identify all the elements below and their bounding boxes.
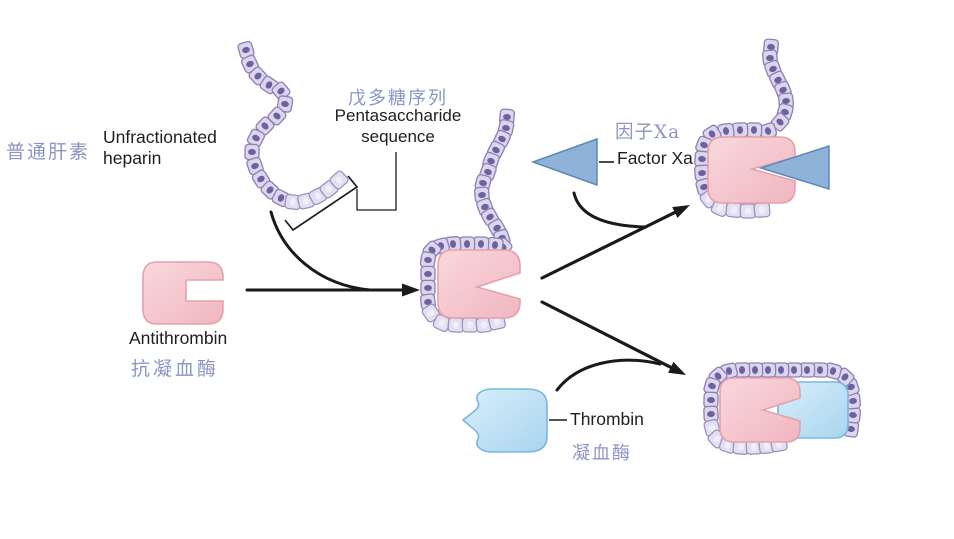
heparin-bead	[733, 362, 751, 378]
heparin-bead	[458, 236, 476, 252]
arrow-to-factor-xa-complex	[540, 210, 678, 280]
antithrombin-activated-shape	[437, 249, 521, 319]
heparin-bead	[717, 122, 735, 140]
heparin-bead	[770, 112, 790, 132]
unfractionated-heparin-label-cjk: 普通肝素	[6, 141, 91, 163]
heparin-chain-free	[237, 40, 349, 211]
thrombin-label: Thrombin	[570, 409, 644, 429]
heparin-antithrombin-complex-chain	[419, 108, 516, 334]
heparin-bead	[420, 265, 436, 283]
heparin-bead	[703, 391, 719, 409]
heparin-bead	[476, 197, 494, 217]
heparin-bead	[703, 405, 719, 423]
heparin-bead	[811, 362, 829, 378]
thrombin-complex-antithrombin-shape	[719, 377, 801, 443]
arrowhead-to-thrombin-complex	[668, 361, 686, 375]
pentasaccharide-bead	[753, 202, 771, 218]
heparin-bead	[798, 362, 816, 378]
factor-xa-bound-triangle	[758, 144, 830, 191]
pentasaccharide-bead	[447, 317, 465, 333]
pentasaccharide-bead	[461, 317, 479, 333]
pentasaccharide-bead	[739, 203, 757, 219]
heparin-join-swoosh	[269, 210, 372, 292]
thrombin-join-swoosh	[555, 358, 662, 392]
thrombin-shape	[461, 388, 548, 453]
heparin-bead	[271, 81, 291, 101]
arrow-to-thrombin-complex	[540, 300, 674, 370]
thrombin-label-cjk: 凝血酶	[572, 443, 632, 464]
pentasaccharide-bead	[745, 439, 763, 455]
pentasaccharide-bead	[329, 170, 349, 190]
pentasaccharide-label: Pentasaccharide sequence	[334, 106, 462, 147]
factor-xa-triangle	[530, 137, 598, 187]
thrombin-complex-chain	[703, 362, 861, 455]
arrowhead-to-factor-xa-complex	[672, 205, 690, 218]
heparin-bead	[420, 279, 436, 297]
factor-xa-label: Factor Xa	[617, 148, 693, 168]
heparin-bead	[745, 122, 763, 138]
factor-xa-join-swoosh	[572, 191, 648, 229]
pentasaccharide-connector-line	[356, 152, 397, 211]
factor-xa-complex-chain	[694, 38, 795, 219]
heparin-bead	[276, 95, 294, 113]
heparin-bead	[703, 376, 721, 396]
heparin-bead	[487, 218, 507, 238]
arrowhead-antithrombin-to-complex	[402, 283, 420, 297]
reaction-arrows	[245, 191, 690, 392]
antithrombin-label-cjk: 抗凝血酶	[131, 358, 220, 380]
heparin-bead	[472, 236, 490, 252]
heparin-bead	[772, 362, 790, 378]
heparin-bead	[244, 143, 260, 161]
antithrombin-label: Antithrombin	[129, 328, 228, 348]
pentasaccharide-callout	[284, 152, 397, 232]
pentasaccharide-label-cjk: 戊多糖序列	[348, 88, 448, 109]
heparin-bead	[255, 116, 275, 136]
heparin-bead	[246, 128, 266, 148]
pentasaccharide-bead	[421, 303, 441, 323]
pentasaccharide-bracket	[284, 175, 359, 232]
heparin-bead	[694, 150, 710, 168]
heparin-bead	[746, 362, 764, 378]
factor-xa-label-cjk: 因子Xa	[615, 122, 681, 143]
unfractionated-heparin-label: Unfractionated heparin	[103, 127, 217, 169]
antithrombin-shape	[142, 261, 224, 325]
factor-xa-complex-antithrombin-shape	[707, 136, 796, 204]
